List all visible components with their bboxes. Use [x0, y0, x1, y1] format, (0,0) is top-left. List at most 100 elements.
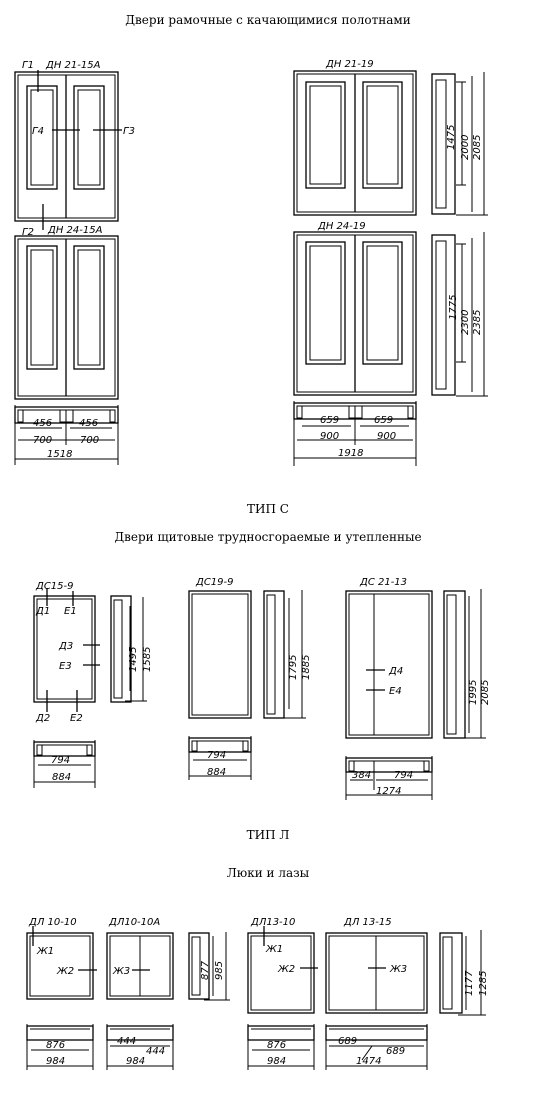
- dim-689-left: 689: [338, 1036, 357, 1047]
- dim-689-right: 689: [386, 1046, 405, 1057]
- label-dl-13-10: ДЛ13-10: [250, 917, 295, 928]
- dim-2385: 2385: [472, 310, 483, 335]
- door-dn-21-19: [293, 70, 417, 216]
- dim-1775: 1775: [448, 295, 459, 320]
- dim-884-ds199: 884: [207, 767, 226, 778]
- dim-1795: 1795: [288, 655, 299, 680]
- plan-ds-19-9: [188, 736, 252, 780]
- door-dn-24-15a: [14, 235, 119, 400]
- label-zh1-a: Ж1: [36, 946, 54, 957]
- label-zh2-a: Ж2: [56, 966, 74, 977]
- dim-877: 877: [200, 960, 211, 980]
- label-g2: Г2: [22, 227, 34, 238]
- dim-444-right: 444: [146, 1046, 165, 1057]
- dim-876-dl1010: 876: [46, 1040, 65, 1051]
- heading-type-l: ТИП Л: [246, 828, 290, 842]
- hatch-dl-10-10a: [106, 932, 174, 1000]
- label-dn-24-19: ДН 24-19: [317, 221, 366, 232]
- heading-swing-doors: Двери рамочные с качающимися полотнами: [125, 13, 411, 27]
- dim-2085-dn: 2085: [472, 135, 483, 160]
- dim-984-dl1010a: 984: [126, 1056, 145, 1067]
- dim-884-ds159: 884: [52, 772, 71, 783]
- dim-1518: 1518: [47, 449, 72, 460]
- dim-659-right: 659: [374, 415, 393, 426]
- label-d2: Д2: [35, 713, 50, 724]
- section-ds-21-13: [443, 589, 486, 739]
- label-ds-19-9: ДС19-9: [195, 577, 234, 588]
- section-ds-15-9: [110, 595, 147, 703]
- plan-dn-15a: [14, 405, 119, 465]
- label-dn-21-19: ДН 21-19: [325, 59, 374, 70]
- door-dn-24-19: [293, 231, 417, 396]
- plan-dl-13-15: [325, 1024, 428, 1070]
- section-ds-19-9: [263, 590, 306, 719]
- label-d4: Д4: [388, 666, 403, 677]
- dim-984-dl1010: 984: [46, 1056, 65, 1067]
- section-dl-13: [439, 930, 486, 1016]
- label-d3: Д3: [58, 641, 73, 652]
- label-zh2-b: Ж2: [277, 964, 295, 975]
- label-d1: Д1: [35, 606, 50, 617]
- dim-1918: 1918: [338, 448, 363, 459]
- dim-700-right: 700: [80, 435, 99, 446]
- label-dl-10-10: ДЛ 10-10: [28, 917, 77, 928]
- label-e4: Е4: [389, 686, 402, 697]
- label-e3: Е3: [59, 661, 72, 672]
- dim-700-left: 700: [33, 435, 52, 446]
- label-zh3-b: Ж3: [389, 964, 407, 975]
- dim-2085-ds: 2085: [480, 680, 491, 705]
- section-dn-24-19: [431, 232, 488, 397]
- dim-1274: 1274: [376, 786, 401, 797]
- label-dn-24-15a: ДН 24-15А: [47, 225, 103, 236]
- label-g4: Г4: [32, 126, 44, 137]
- heading-panel-doors: Двери щитовые трудносгораемые и утепленн…: [114, 530, 422, 544]
- dim-1495: 1495: [128, 647, 139, 672]
- dim-1177: 1177: [464, 970, 475, 996]
- dim-984-dl1310: 984: [267, 1056, 286, 1067]
- dim-1475: 1475: [446, 125, 457, 150]
- dim-1885: 1885: [301, 655, 312, 680]
- label-g3: Г3: [123, 126, 135, 137]
- hatch-dl-13-15: [325, 932, 428, 1014]
- section-dl-10: [188, 932, 230, 1001]
- dim-2000: 2000: [460, 135, 471, 160]
- dim-900-left: 900: [320, 431, 339, 442]
- dim-1585: 1585: [142, 647, 153, 672]
- plan-ds-15-9: [33, 740, 96, 788]
- dim-444-left: 444: [117, 1036, 136, 1047]
- plan-dl-10-10: [26, 1024, 94, 1070]
- label-dl-13-15: ДЛ 13-15: [343, 917, 392, 928]
- label-zh1-b: Ж1: [265, 944, 283, 955]
- hatch-dl-13-10: [247, 926, 318, 1014]
- label-dn-21-15a: ДН 21-15А: [45, 60, 101, 71]
- label-ds-21-13: ДС 21-13: [359, 577, 407, 588]
- dim-659-left: 659: [320, 415, 339, 426]
- dim-794-ds2113: 794: [394, 770, 413, 781]
- dim-1285: 1285: [478, 971, 489, 996]
- door-ds-21-13: [345, 590, 433, 739]
- dim-900-right: 900: [377, 431, 396, 442]
- label-zh3-a: Ж3: [112, 966, 130, 977]
- door-dn-21-15a: [14, 70, 122, 230]
- plan-ds-21-13: [345, 756, 433, 800]
- section-dn-21-19: [431, 72, 488, 216]
- label-e2: Е2: [70, 713, 83, 724]
- label-ds-15-9: ДС15-9: [35, 581, 74, 592]
- label-g1: Г1: [22, 60, 34, 71]
- dim-1995: 1995: [468, 680, 479, 705]
- dim-456-right: 456: [79, 418, 98, 429]
- heading-hatches: Люки и лазы: [226, 866, 310, 880]
- dim-384: 384: [352, 770, 371, 781]
- dim-794-ds159: 794: [51, 755, 70, 766]
- dim-456-left: 456: [33, 418, 52, 429]
- dim-876-dl1310: 876: [267, 1040, 286, 1051]
- plan-dl-13-10: [247, 1024, 315, 1070]
- dim-794-ds199: 794: [207, 750, 226, 761]
- door-ds-15-9: [33, 588, 100, 712]
- dim-985: 985: [214, 961, 225, 980]
- label-e1: Е1: [64, 606, 77, 617]
- plan-dl-10-10a: [106, 1024, 174, 1070]
- hatch-dl-10-10: [26, 926, 97, 1000]
- heading-type-c: ТИП С: [247, 502, 289, 516]
